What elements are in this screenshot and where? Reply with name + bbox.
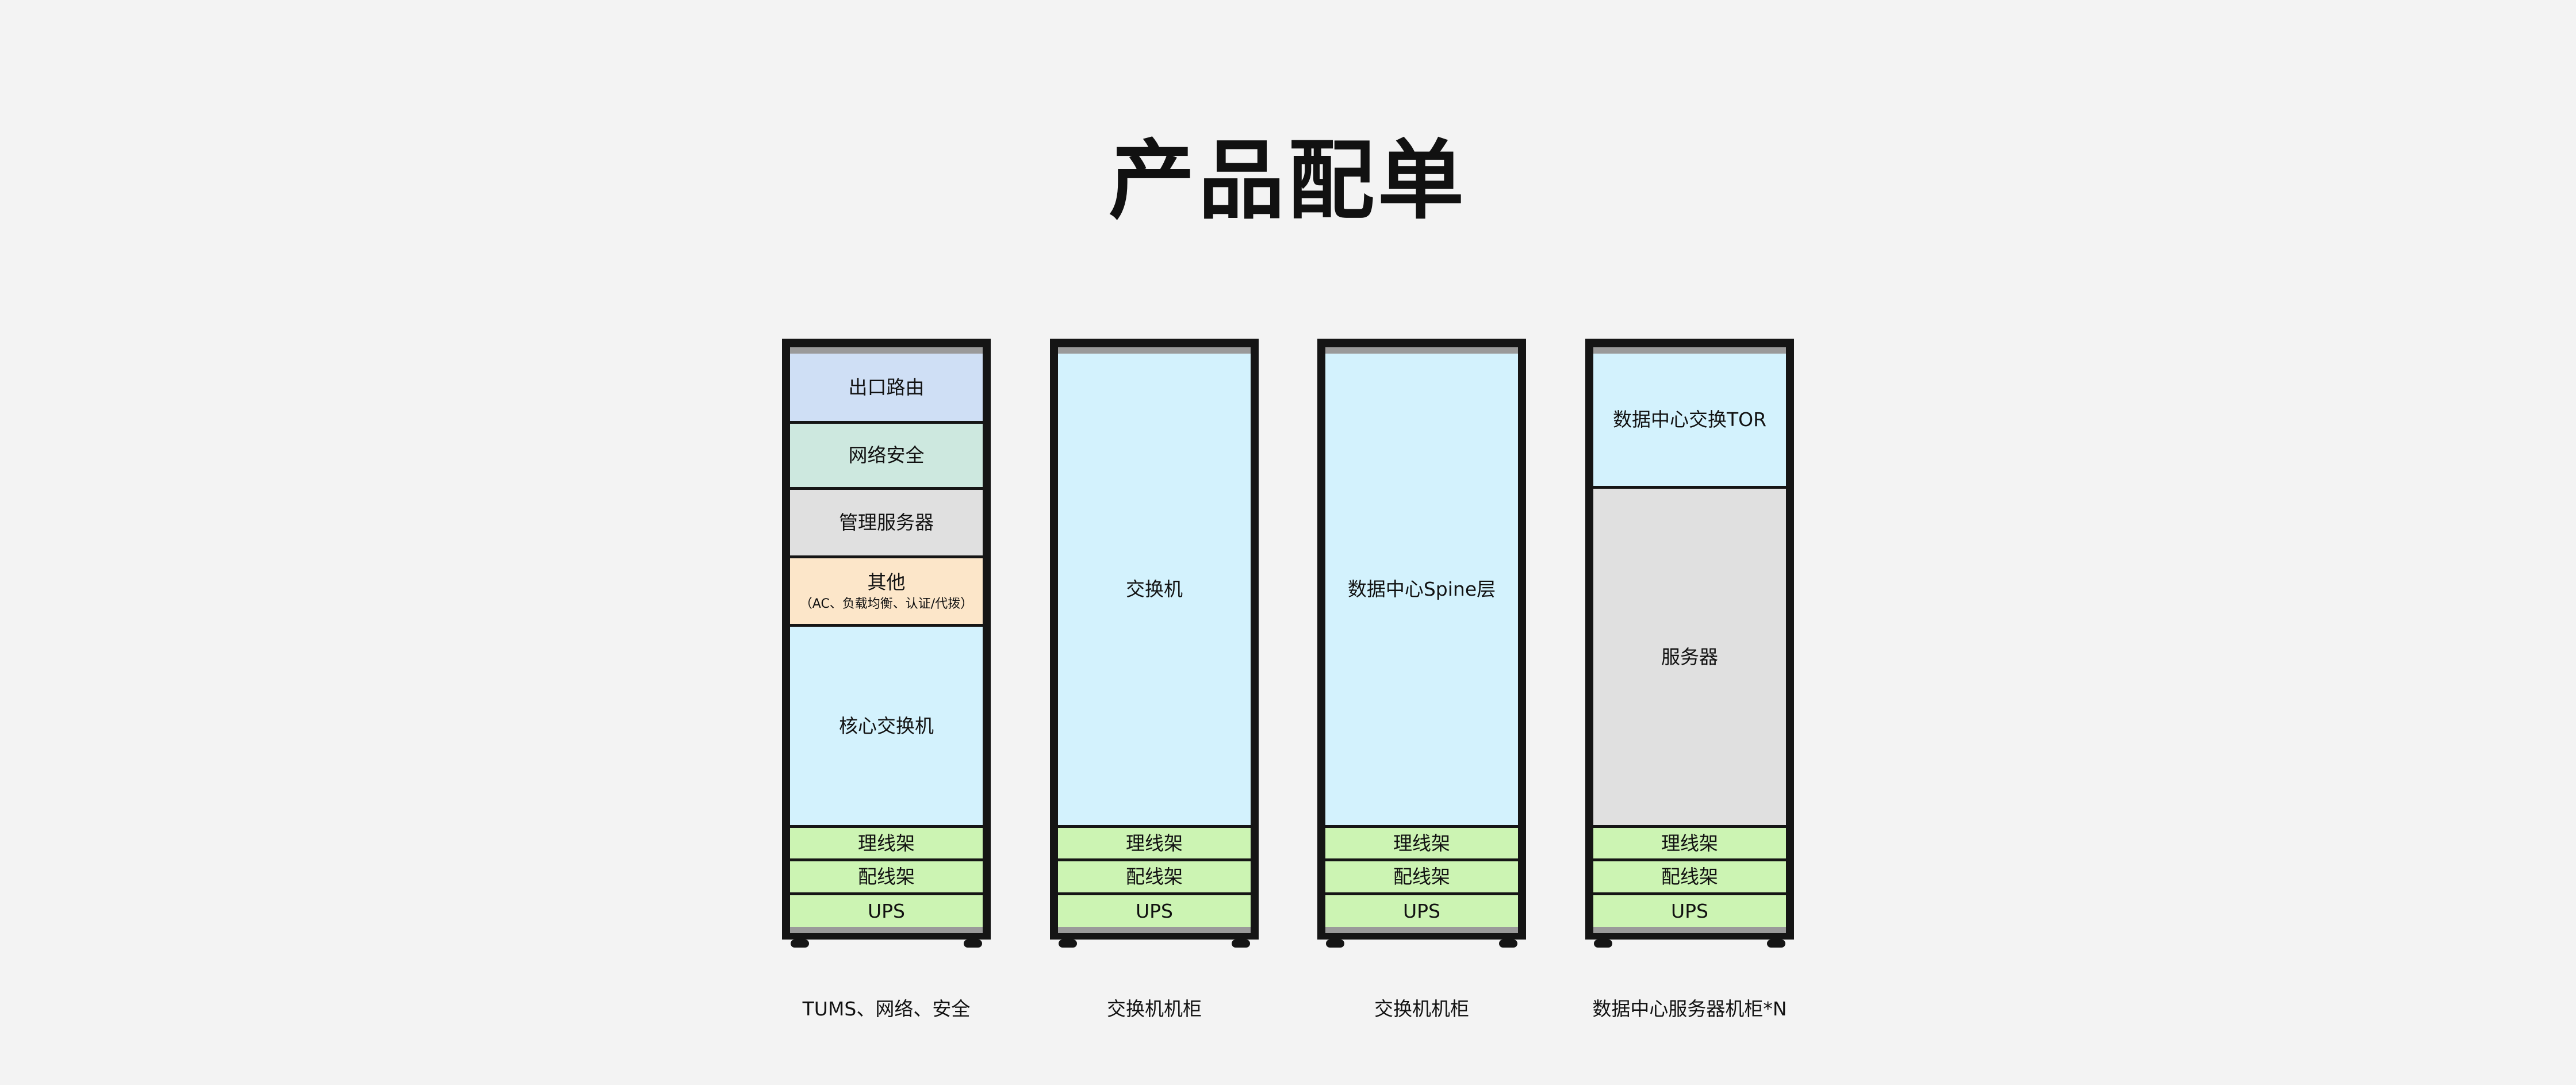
rack-top-strip bbox=[1058, 347, 1251, 354]
rack-interior: 交换机理线架配线架 UPS bbox=[1058, 347, 1251, 933]
rack-section-label: UPS bbox=[1670, 899, 1708, 922]
rack-section-label: 其他 bbox=[867, 570, 906, 593]
rack-top-strip bbox=[1325, 347, 1518, 354]
rack-bottom-strip bbox=[790, 927, 983, 933]
rack-section-label: 理线架 bbox=[858, 831, 915, 854]
rack-interior: 数据中心交换TOR 服务器理线架配线架 UPS bbox=[1593, 347, 1786, 933]
rack-caption: 交换机机柜 bbox=[1107, 998, 1202, 1020]
rack-section-label: 配线架 bbox=[858, 865, 915, 888]
rack-section: 配线架 bbox=[1058, 861, 1251, 892]
rack-foot-icon bbox=[964, 940, 982, 948]
rack-section-label: UPS bbox=[867, 899, 905, 922]
rack-top-strip bbox=[790, 347, 983, 354]
rack-section: 理线架 bbox=[1325, 828, 1518, 858]
rack-section-sublabel: （AC、负载均衡、认证/代拨） bbox=[799, 596, 973, 611]
rack-section: UPS bbox=[1593, 895, 1786, 927]
rack-cabinet: 数据中心交换TOR 服务器理线架配线架 UPS bbox=[1585, 339, 1794, 940]
rack-foot-icon bbox=[791, 940, 809, 948]
page-title: 产品配单 bbox=[1108, 131, 1467, 231]
rack-section: 服务器 bbox=[1593, 489, 1786, 825]
rack-section: UPS bbox=[1058, 895, 1251, 927]
rack-section: 交换机 bbox=[1058, 354, 1251, 825]
rack-section-label: 理线架 bbox=[1126, 831, 1183, 854]
rack-section-label: 出口路由 bbox=[848, 375, 925, 398]
rack-foot-icon bbox=[1594, 940, 1612, 948]
rack-section-label: UPS bbox=[1135, 899, 1173, 922]
rack-caption: 数据中心服务器机柜*N bbox=[1592, 998, 1787, 1020]
rack-section-label: 配线架 bbox=[1661, 865, 1718, 888]
rack-section: 其他 （AC、负载均衡、认证/代拨） bbox=[790, 558, 983, 624]
rack-section-label: 核心交换机 bbox=[839, 714, 934, 737]
rack-caption: TUMS、网络、安全 bbox=[802, 998, 971, 1020]
rack-cabinet: 交换机理线架配线架 UPS bbox=[1050, 339, 1259, 940]
rack-section: 数据中心Spine层 bbox=[1325, 354, 1518, 825]
rack-bottom-strip bbox=[1593, 927, 1786, 933]
rack-section-label: 网络安全 bbox=[848, 444, 925, 467]
rack-top-strip bbox=[1593, 347, 1786, 354]
rack-section: 理线架 bbox=[790, 828, 983, 858]
rack-section-label: 配线架 bbox=[1126, 865, 1183, 888]
rack-interior: 出口路由网络安全管理服务器其他 （AC、负载均衡、认证/代拨） 核心交换机理线架配线… bbox=[790, 347, 983, 933]
rack-section: 理线架 bbox=[1058, 828, 1251, 858]
rack-section-label: 服务器 bbox=[1661, 645, 1718, 668]
rack-section-label: 交换机 bbox=[1126, 578, 1183, 601]
rack-section-label: 理线架 bbox=[1661, 831, 1718, 854]
rack-foot-icon bbox=[1326, 940, 1344, 948]
rack-section: 出口路由 bbox=[790, 354, 983, 421]
rack-section-label: 理线架 bbox=[1393, 831, 1450, 854]
rack-cabinet: 数据中心Spine层理线架配线架 UPS bbox=[1317, 339, 1526, 940]
rack-bottom-strip bbox=[1325, 927, 1518, 933]
rack-section: 网络安全 bbox=[790, 424, 983, 487]
rack-section: 数据中心交换TOR bbox=[1593, 354, 1786, 486]
rack-section: 配线架 bbox=[1325, 861, 1518, 892]
rack-section-label: 数据中心交换TOR bbox=[1612, 408, 1767, 431]
rack-section-label: UPS bbox=[1402, 899, 1440, 922]
rack-section-label: 数据中心Spine层 bbox=[1347, 578, 1496, 601]
rack-section: 管理服务器 bbox=[790, 490, 983, 555]
rack-foot-icon bbox=[1499, 940, 1517, 948]
rack-section: 配线架 bbox=[790, 861, 983, 892]
rack-interior: 数据中心Spine层理线架配线架 UPS bbox=[1325, 347, 1518, 933]
rack-bottom-strip bbox=[1058, 927, 1251, 933]
rack-section: UPS bbox=[1325, 895, 1518, 927]
rack-caption: 交换机机柜 bbox=[1374, 998, 1469, 1020]
rack-foot-icon bbox=[1767, 940, 1785, 948]
rack-section: 核心交换机 bbox=[790, 627, 983, 825]
rack-section: UPS bbox=[790, 895, 983, 927]
rack-foot-icon bbox=[1059, 940, 1077, 948]
rack-foot-icon bbox=[1232, 940, 1250, 948]
rack-section-label: 配线架 bbox=[1393, 865, 1450, 888]
rack-cabinet: 出口路由网络安全管理服务器其他 （AC、负载均衡、认证/代拨） 核心交换机理线架配线… bbox=[782, 339, 991, 940]
rack-section: 理线架 bbox=[1593, 828, 1786, 858]
rack-section: 配线架 bbox=[1593, 861, 1786, 892]
rack-section-label: 管理服务器 bbox=[839, 511, 934, 534]
